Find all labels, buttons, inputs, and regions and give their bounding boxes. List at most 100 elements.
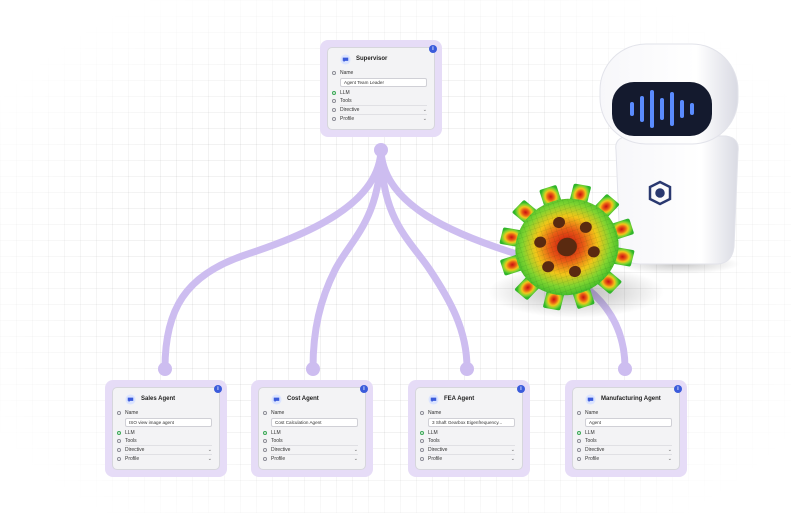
node-title: Supervisor [356,56,388,62]
name-row: Name [263,409,358,417]
input-port[interactable] [117,448,121,452]
node-header: Supervisor [340,52,427,66]
chevron-down-icon: ⌄ [667,447,672,453]
agent-chat-icon [585,393,596,405]
input-port[interactable] [577,457,581,461]
connector-port-manufacturing-in [618,362,632,376]
connector-port-cost-in [306,362,320,376]
chevron-down-icon: ⌄ [510,447,515,453]
input-port[interactable] [420,411,424,415]
name-field[interactable]: Agent [585,418,672,427]
input-port[interactable] [420,439,424,443]
llm-row: LLM [420,429,515,437]
info-icon[interactable]: i [674,385,682,393]
node-header: Cost Agent [271,392,358,406]
input-port[interactable] [420,457,424,461]
chevron-down-icon: ⌄ [422,107,427,113]
directive-dropdown[interactable]: Directive⌄ [117,445,212,454]
node-title: Sales Agent [141,396,176,402]
profile-dropdown[interactable]: Profile⌄ [420,454,515,463]
tools-row: Tools [577,437,672,445]
name-field[interactable]: Agent Team Leader [340,78,427,87]
info-icon[interactable]: i [214,385,222,393]
cost-agent-node[interactable]: i Cost Agent Name Cost Calculation Agent… [251,380,373,477]
node-title: Cost Agent [287,396,319,402]
directive-dropdown[interactable]: Directive⌄ [263,445,358,454]
input-port[interactable] [577,431,581,435]
input-port[interactable] [263,411,267,415]
llm-row: LLM [577,429,672,437]
info-icon[interactable]: i [360,385,368,393]
profile-dropdown[interactable]: Profile⌄ [577,454,672,463]
input-port[interactable] [117,411,121,415]
connector-port-sales-in [158,362,172,376]
tools-row: Tools [420,437,515,445]
input-port[interactable] [117,457,121,461]
sales-agent-card[interactable]: i Sales Agent Name ISO view image agent … [112,385,222,470]
gear-fea-illustration [499,183,635,311]
input-port[interactable] [577,411,581,415]
name-row: Name [332,69,427,77]
input-port[interactable] [332,108,336,112]
connector-port-fea-in [460,362,474,376]
input-port[interactable] [117,439,121,443]
supervisor-card[interactable]: i Supervisor Name Agent Team Leader LLM … [327,45,437,130]
chevron-down-icon: ⌄ [207,447,212,453]
input-port[interactable] [420,431,424,435]
input-port[interactable] [263,439,267,443]
name-row: Name [577,409,672,417]
node-header: Sales Agent [125,392,212,406]
input-port[interactable] [332,91,336,95]
input-port[interactable] [117,431,121,435]
agent-chat-icon [125,393,136,405]
input-port[interactable] [332,99,336,103]
manufacturing-agent-card[interactable]: i Manufacturing Agent Name Agent LLM Too… [572,385,682,470]
robot-sound-wave-icon [630,90,694,128]
name-field[interactable]: 3 Shaft Gearbox Eigenfrequency... [428,418,515,427]
connector-supervisor-sales [161,144,385,372]
llm-row: LLM [332,89,427,97]
node-title: Manufacturing Agent [601,396,661,402]
profile-dropdown[interactable]: Profile⌄ [332,114,427,123]
directive-dropdown[interactable]: Directive⌄ [332,105,427,114]
connector-supervisor-cost [309,144,385,372]
node-header: Manufacturing Agent [585,392,672,406]
input-port[interactable] [420,448,424,452]
profile-dropdown[interactable]: Profile⌄ [117,454,212,463]
chevron-down-icon: ⌄ [353,456,358,462]
input-port[interactable] [332,71,336,75]
llm-row: LLM [263,429,358,437]
tools-row: Tools [332,97,427,105]
llm-row: LLM [117,429,212,437]
robot-illustration [599,43,740,274]
input-port[interactable] [332,117,336,121]
cost-agent-card[interactable]: i Cost Agent Name Cost Calculation Agent… [258,385,368,470]
input-port[interactable] [577,448,581,452]
connector-supervisor-fea [377,144,471,372]
manufacturing-agent-node[interactable]: i Manufacturing Agent Name Agent LLM Too… [565,380,687,477]
input-port[interactable] [263,431,267,435]
hexagon-logo-icon [648,180,672,206]
input-port[interactable] [577,439,581,443]
node-header: FEA Agent [428,392,515,406]
input-port[interactable] [263,448,267,452]
chevron-down-icon: ⌄ [667,456,672,462]
agent-chat-icon [271,393,282,405]
fea-agent-card[interactable]: i FEA Agent Name 3 Shaft Gearbox Eigenfr… [415,385,525,470]
name-field[interactable]: Cost Calculation Agent [271,418,358,427]
chevron-down-icon: ⌄ [510,456,515,462]
connector-port-supervisor-out [374,143,388,157]
profile-dropdown[interactable]: Profile⌄ [263,454,358,463]
name-field[interactable]: ISO view image agent [125,418,212,427]
chevron-down-icon: ⌄ [207,456,212,462]
sales-agent-node[interactable]: i Sales Agent Name ISO view image agent … [105,380,227,477]
agent-chat-icon [340,53,351,65]
fea-agent-node[interactable]: i FEA Agent Name 3 Shaft Gearbox Eigenfr… [408,380,530,477]
directive-dropdown[interactable]: Directive⌄ [420,445,515,454]
info-icon[interactable]: i [517,385,525,393]
name-row: Name [420,409,515,417]
info-icon[interactable]: i [429,45,437,53]
supervisor-node[interactable]: i Supervisor Name Agent Team Leader LLM … [320,40,442,137]
input-port[interactable] [263,457,267,461]
directive-dropdown[interactable]: Directive⌄ [577,445,672,454]
